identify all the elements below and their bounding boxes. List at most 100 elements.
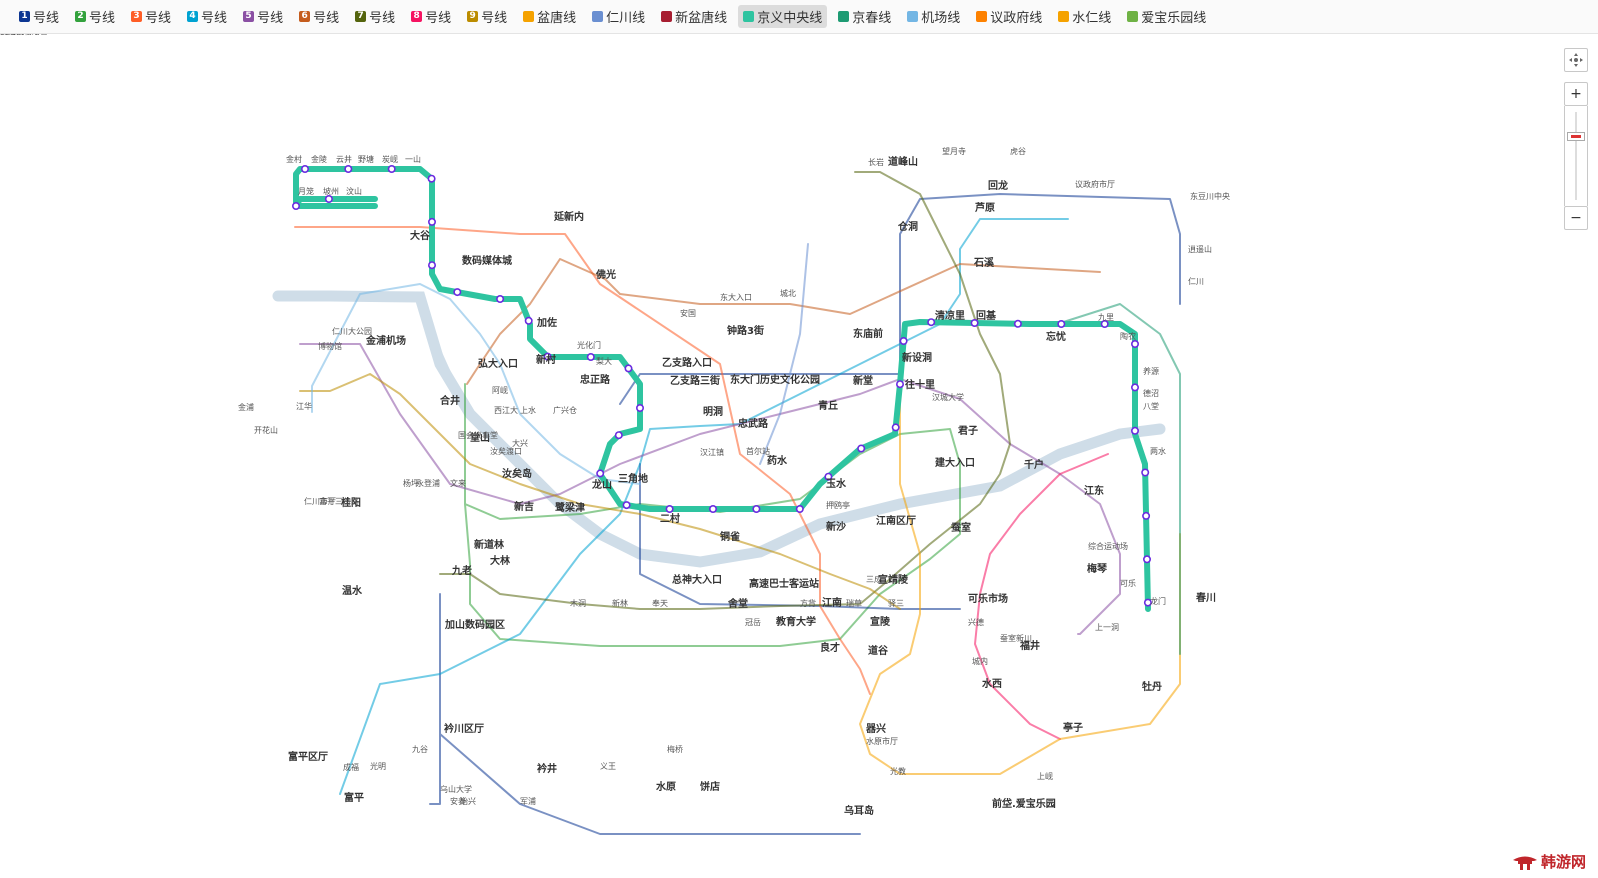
station-label[interactable]: 道峰山 bbox=[888, 155, 918, 168]
station-label[interactable]: 东大门历史文化公园 bbox=[730, 373, 820, 386]
station-label[interactable]: 仁川机场 bbox=[0, 34, 32, 36]
station-label[interactable]: 忠正路 bbox=[580, 373, 611, 386]
highlight-station-dot[interactable] bbox=[665, 504, 674, 513]
station-label[interactable]: 机场货物厅舍 bbox=[0, 34, 48, 36]
station-label[interactable]: 仁川 bbox=[1188, 276, 1204, 286]
subway-incheon[interactable] bbox=[759, 243, 809, 465]
station-label[interactable]: 成福 bbox=[343, 762, 359, 772]
station-label[interactable]: 坡州 bbox=[323, 186, 339, 196]
station-label[interactable]: 德沼 bbox=[1143, 388, 1159, 398]
station-label[interactable]: 鹭梁津 bbox=[555, 501, 585, 514]
station-label[interactable]: 瑞草 bbox=[846, 598, 862, 608]
station-label[interactable]: 饼店 bbox=[700, 780, 720, 793]
station-label[interactable]: 石溪 bbox=[973, 256, 995, 269]
station-label[interactable]: 云井 bbox=[336, 154, 352, 164]
station-label[interactable]: 安养 bbox=[450, 796, 466, 806]
station-label[interactable]: 虎谷 bbox=[1010, 146, 1026, 156]
station-label[interactable]: 延新内 bbox=[553, 210, 584, 223]
station-label[interactable]: 两水 bbox=[1150, 446, 1166, 456]
station-label[interactable]: 钟路3街 bbox=[727, 324, 764, 337]
station-label[interactable]: 上水 bbox=[520, 405, 536, 415]
station-label[interactable]: 仁川大公园 bbox=[332, 326, 372, 336]
station-label[interactable]: 青丘 bbox=[818, 399, 838, 412]
highlight-station-dot[interactable] bbox=[824, 472, 833, 481]
highlight-station-dot[interactable] bbox=[596, 469, 605, 478]
highlight-station-dot[interactable] bbox=[927, 318, 936, 327]
station-label[interactable]: 一山 bbox=[405, 154, 421, 164]
station-label[interactable]: 新沙 bbox=[826, 520, 846, 533]
highlight-station-dot[interactable] bbox=[1100, 319, 1109, 328]
highlight-station-dot[interactable] bbox=[795, 504, 804, 513]
station-label[interactable]: 东豆川中央 bbox=[1190, 191, 1230, 201]
station-label[interactable]: 富平三岔路 bbox=[319, 496, 359, 506]
highlight-station-dot[interactable] bbox=[895, 380, 904, 389]
station-label[interactable]: 光教 bbox=[890, 766, 906, 776]
subway-line6[interactable] bbox=[466, 258, 1101, 385]
station-label[interactable]: 回龙 bbox=[988, 179, 1008, 192]
legend-item-16[interactable]: 议政府线 bbox=[971, 5, 1047, 28]
highlight-station-dot[interactable] bbox=[291, 202, 300, 211]
station-label[interactable]: 富平 bbox=[344, 791, 364, 804]
station-label[interactable]: 新村 bbox=[536, 353, 556, 366]
station-label[interactable]: 春川 bbox=[1196, 591, 1216, 604]
station-label[interactable]: 福井 bbox=[1019, 639, 1040, 652]
station-label[interactable]: 九谷 bbox=[412, 745, 428, 754]
station-label[interactable]: 衿井 bbox=[537, 762, 557, 775]
station-label[interactable]: 金村 bbox=[286, 154, 302, 164]
subway-map[interactable]: 金村金陵云井野塘炭岘一山月笼坡州汶山大谷延新内佛光数码媒体城加佐弘大入口合井忠正… bbox=[0, 34, 1598, 878]
station-label[interactable]: 龙山 bbox=[591, 478, 612, 491]
station-label[interactable]: 金浦机场 bbox=[365, 334, 406, 347]
station-label[interactable]: 江南 bbox=[822, 596, 842, 609]
station-label[interactable]: 清凉里 bbox=[935, 309, 965, 322]
station-label[interactable]: 首尔站 bbox=[746, 446, 770, 456]
station-label[interactable]: 可乐市场 bbox=[968, 592, 1008, 605]
station-label[interactable]: 杨坪 bbox=[403, 478, 419, 488]
station-label[interactable]: 千户 bbox=[1024, 458, 1044, 471]
highlight-station-dot[interactable] bbox=[1131, 383, 1140, 392]
station-label[interactable]: 江南区厅 bbox=[876, 514, 916, 527]
station-label[interactable]: 九老 bbox=[451, 564, 472, 577]
station-label[interactable]: 兴德 bbox=[968, 617, 984, 627]
station-label[interactable]: 亭子 bbox=[1063, 721, 1083, 734]
legend-item-18[interactable]: 爱宝乐园线 bbox=[1122, 5, 1211, 28]
station-label[interactable]: 押鸥亭 bbox=[826, 500, 850, 510]
station-label[interactable]: 广兴仓 bbox=[553, 405, 577, 415]
highlight-station-dot[interactable] bbox=[324, 195, 333, 204]
station-label[interactable]: 二村 bbox=[660, 512, 680, 525]
subway-bundang[interactable] bbox=[859, 373, 1181, 775]
station-label[interactable]: 牡丹 bbox=[1142, 680, 1162, 693]
station-label[interactable]: 方背 bbox=[800, 598, 816, 608]
subway-line4[interactable] bbox=[339, 218, 1069, 795]
station-label[interactable]: 安国 bbox=[680, 308, 696, 318]
station-label[interactable]: 城内 bbox=[972, 656, 988, 666]
station-label[interactable]: 东庙前 bbox=[853, 327, 883, 340]
highlight-station-dot[interactable] bbox=[543, 352, 552, 361]
legend-item-15[interactable]: 机场线 bbox=[902, 5, 965, 28]
station-label[interactable]: 前垈.爱宝乐园 bbox=[992, 797, 1056, 810]
station-label[interactable]: 衿川区厅 bbox=[444, 722, 484, 735]
highlight-station-dot[interactable] bbox=[708, 504, 717, 513]
legend-item-10[interactable]: 盆唐线 bbox=[518, 5, 581, 28]
highlight-station-dot[interactable] bbox=[387, 165, 396, 174]
highlight-station-dot[interactable] bbox=[899, 336, 908, 345]
station-label[interactable]: 水原 bbox=[655, 780, 676, 793]
station-label[interactable]: 城北 bbox=[780, 289, 796, 298]
highlight-station-dot[interactable] bbox=[622, 501, 631, 510]
station-label[interactable]: 往十里 bbox=[905, 378, 935, 391]
station-label[interactable]: 建大入口 bbox=[934, 456, 975, 469]
station-label[interactable]: 道谷 bbox=[868, 644, 889, 657]
station-label[interactable]: 逍遥山 bbox=[1188, 244, 1212, 254]
subway-gyeongchun[interactable] bbox=[1053, 303, 1181, 655]
station-label[interactable]: 富平区厅 bbox=[288, 750, 328, 763]
legend-item-12[interactable]: 新盆唐线 bbox=[656, 5, 732, 28]
highlight-station-dot[interactable] bbox=[857, 444, 866, 453]
highlight-station-dot[interactable] bbox=[1141, 468, 1150, 477]
station-label[interactable]: 乌耳岛 bbox=[844, 804, 874, 817]
station-label[interactable]: 开花 bbox=[0, 34, 16, 36]
highlight-station-dot[interactable] bbox=[1142, 511, 1151, 520]
station-label[interactable]: 阿岘 bbox=[492, 386, 508, 395]
station-label[interactable]: 大兴 bbox=[512, 438, 528, 448]
subway-line1[interactable] bbox=[429, 193, 1181, 835]
